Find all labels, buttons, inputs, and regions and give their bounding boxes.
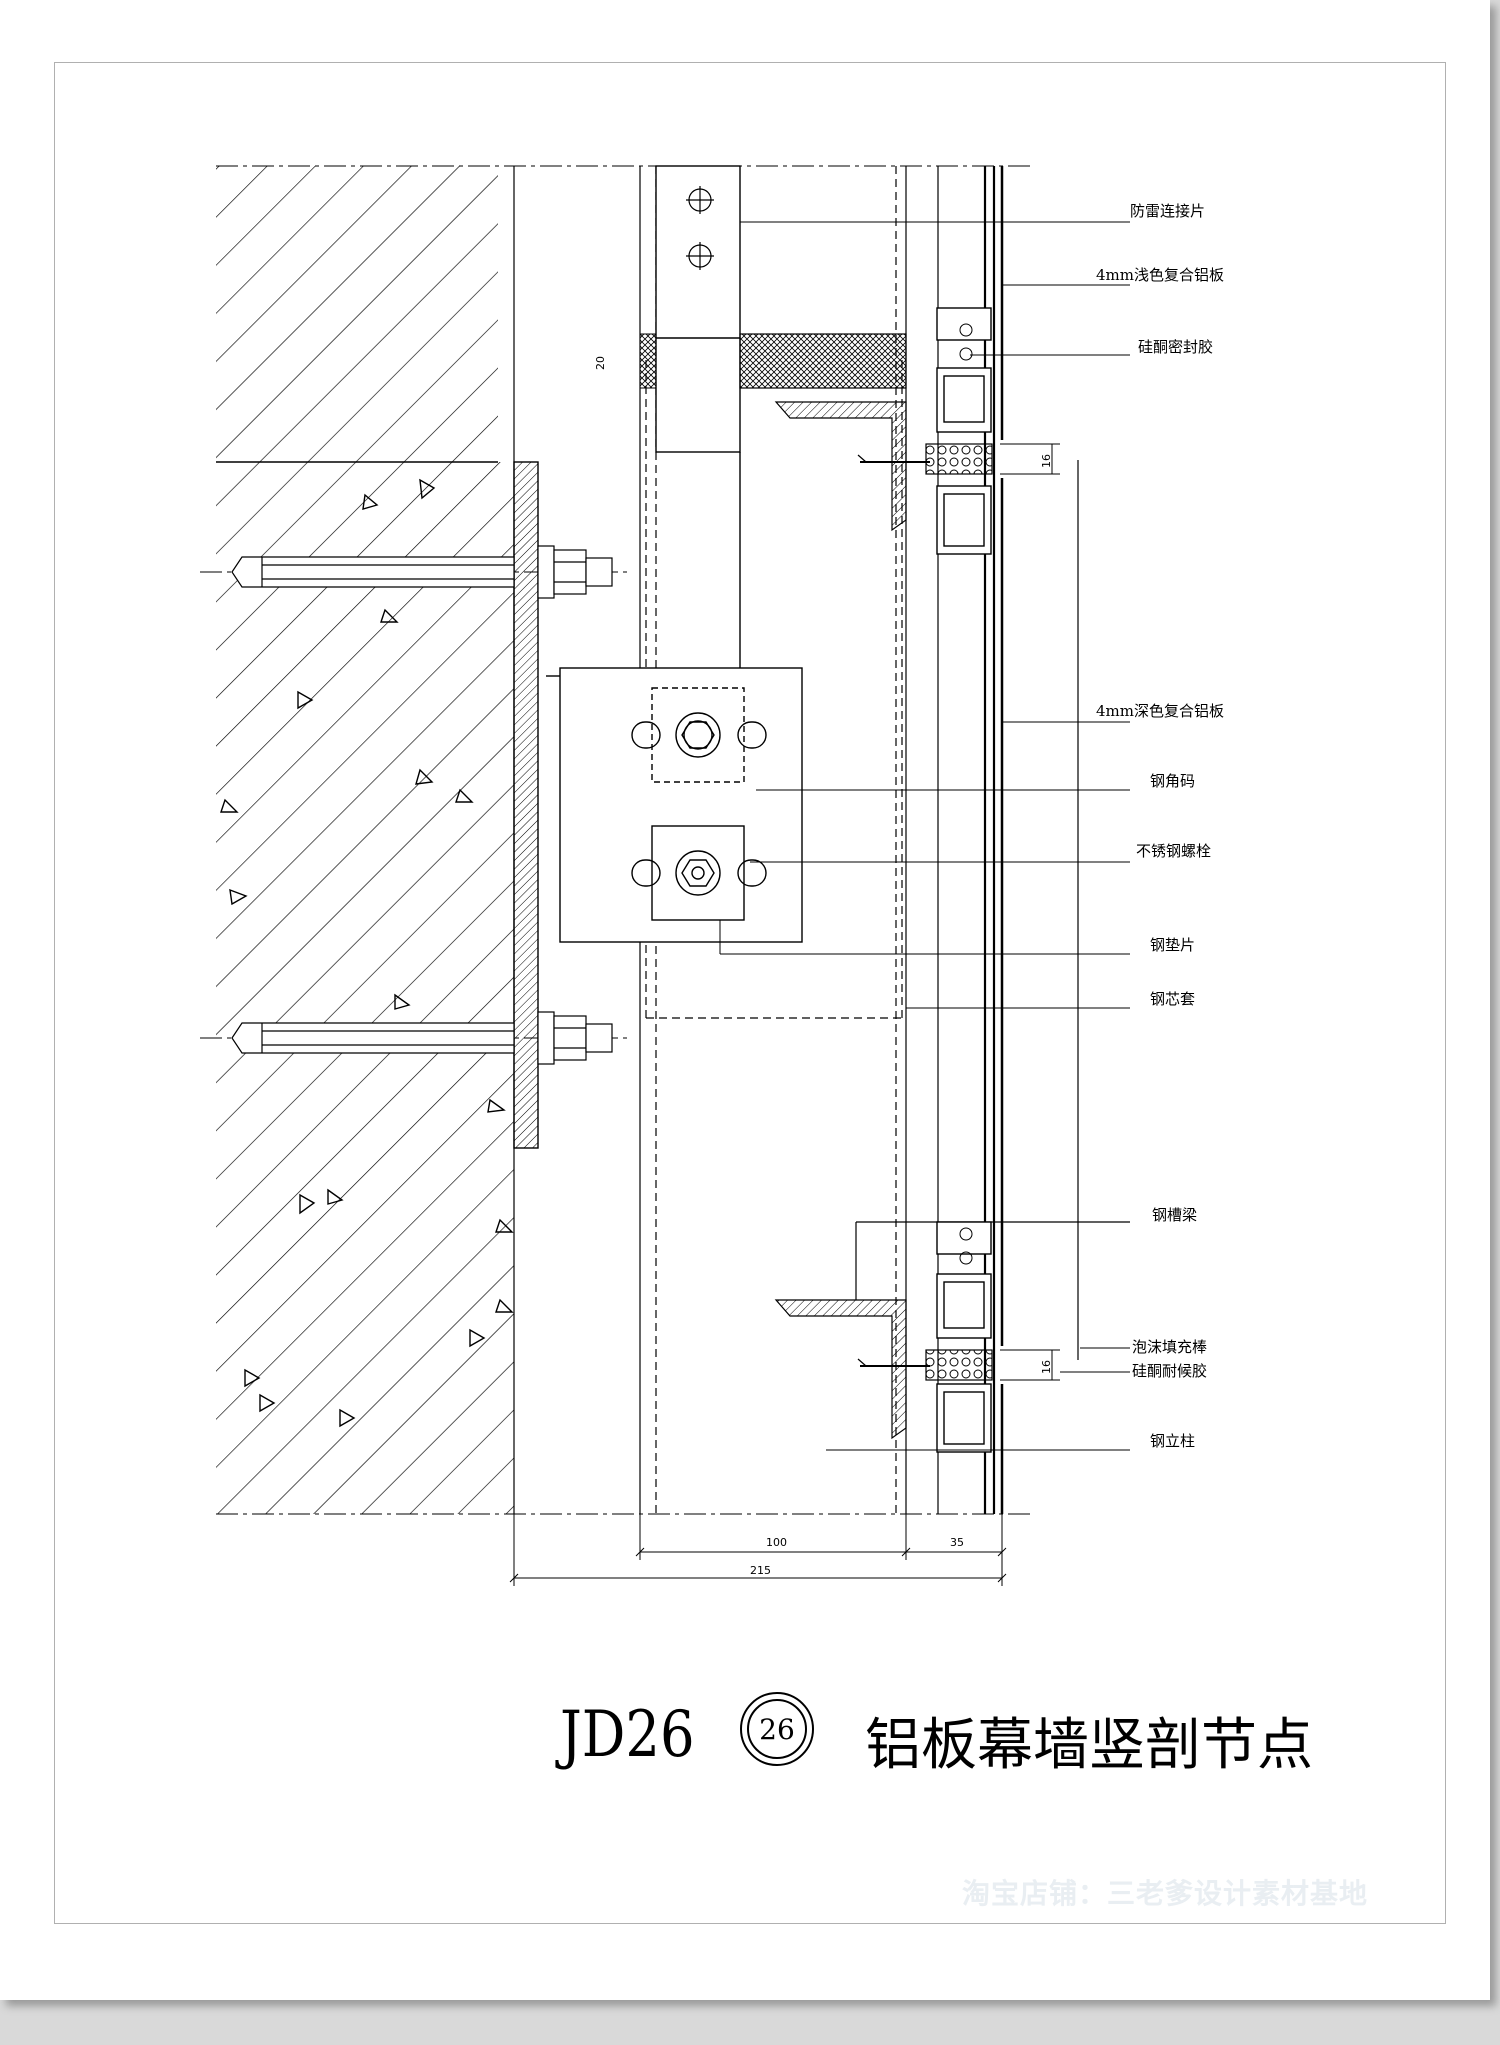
drawing-sheet: 防雷连接片 4mm浅色复合铝板 硅酮密封胶 4mm深色复合铝板 钢角码 不锈钢螺… xyxy=(0,0,1490,2000)
drawing-code: JD26 xyxy=(560,1698,695,1772)
joint-dimension-upper xyxy=(1000,443,1060,475)
anchor-bolt-lower xyxy=(231,1011,613,1065)
label-steel-channel: 钢槽梁 xyxy=(1152,1206,1197,1224)
callout-labels: 防雷连接片 4mm浅色复合铝板 硅酮密封胶 4mm深色复合铝板 钢角码 不锈钢螺… xyxy=(1096,202,1224,1450)
steel-column xyxy=(655,165,741,706)
anchor-bolt-upper xyxy=(231,545,613,599)
leader-lines xyxy=(719,221,1130,1451)
dim-100: 100 xyxy=(766,1536,787,1549)
bottom-dimension-chain xyxy=(509,1514,1007,1586)
structure-lines xyxy=(513,166,939,1514)
label-lightning-plate: 防雷连接片 xyxy=(1130,202,1205,220)
dim-215: 215 xyxy=(750,1564,771,1577)
section-drawing: 防雷连接片 4mm浅色复合铝板 硅酮密封胶 4mm深色复合铝板 钢角码 不锈钢螺… xyxy=(200,165,1224,1586)
seal-block xyxy=(639,333,657,389)
watermark: 淘宝店铺：三老爹设计素材基地 xyxy=(962,1877,1369,1910)
label-steel-sleeve: 钢芯套 xyxy=(1150,990,1195,1008)
label-steel-washer: 钢垫片 xyxy=(1150,936,1195,954)
dim-20: 20 xyxy=(594,356,607,370)
steel-angle-bracket xyxy=(546,667,803,943)
drawing-number: 26 xyxy=(747,1699,807,1759)
dim-16-lower: 16 xyxy=(1040,1360,1053,1374)
curtain-wall-frame xyxy=(936,166,996,1514)
label-light-panel: 4mm浅色复合铝板 xyxy=(1096,266,1224,284)
fire-seal-band xyxy=(739,333,907,389)
foam-joint-upper xyxy=(925,443,993,475)
foam-joint-lower xyxy=(925,1349,993,1381)
label-ss-bolt: 不锈钢螺栓 xyxy=(1136,842,1211,860)
dim-16-upper: 16 xyxy=(1040,454,1053,468)
embedded-plate xyxy=(231,461,613,1149)
joint-dimension-lower xyxy=(1000,1349,1060,1381)
label-steel-angle: 钢角码 xyxy=(1150,772,1195,790)
label-dark-panel: 4mm深色复合铝板 xyxy=(1096,702,1224,720)
label-steel-column: 钢立柱 xyxy=(1150,1432,1195,1450)
dim-35: 35 xyxy=(950,1536,964,1549)
sheet-border xyxy=(54,62,1446,1924)
label-silicone-weather: 硅酮耐候胶 xyxy=(1132,1362,1207,1380)
lightning-plate-bolts xyxy=(686,186,714,270)
masonry-wall xyxy=(216,166,498,463)
label-foam-rod: 泡沫填充棒 xyxy=(1132,1338,1207,1356)
upper-aluminum-angle xyxy=(774,401,930,532)
center-lines xyxy=(200,165,1035,1515)
concrete-slab xyxy=(216,462,514,1514)
label-silicone-seal: 硅酮密封胶 xyxy=(1138,338,1213,356)
drawing-number-badge: 26 xyxy=(740,1692,814,1766)
drawing-title: 铝板幕墙竖剖节点 xyxy=(865,1713,1313,1778)
